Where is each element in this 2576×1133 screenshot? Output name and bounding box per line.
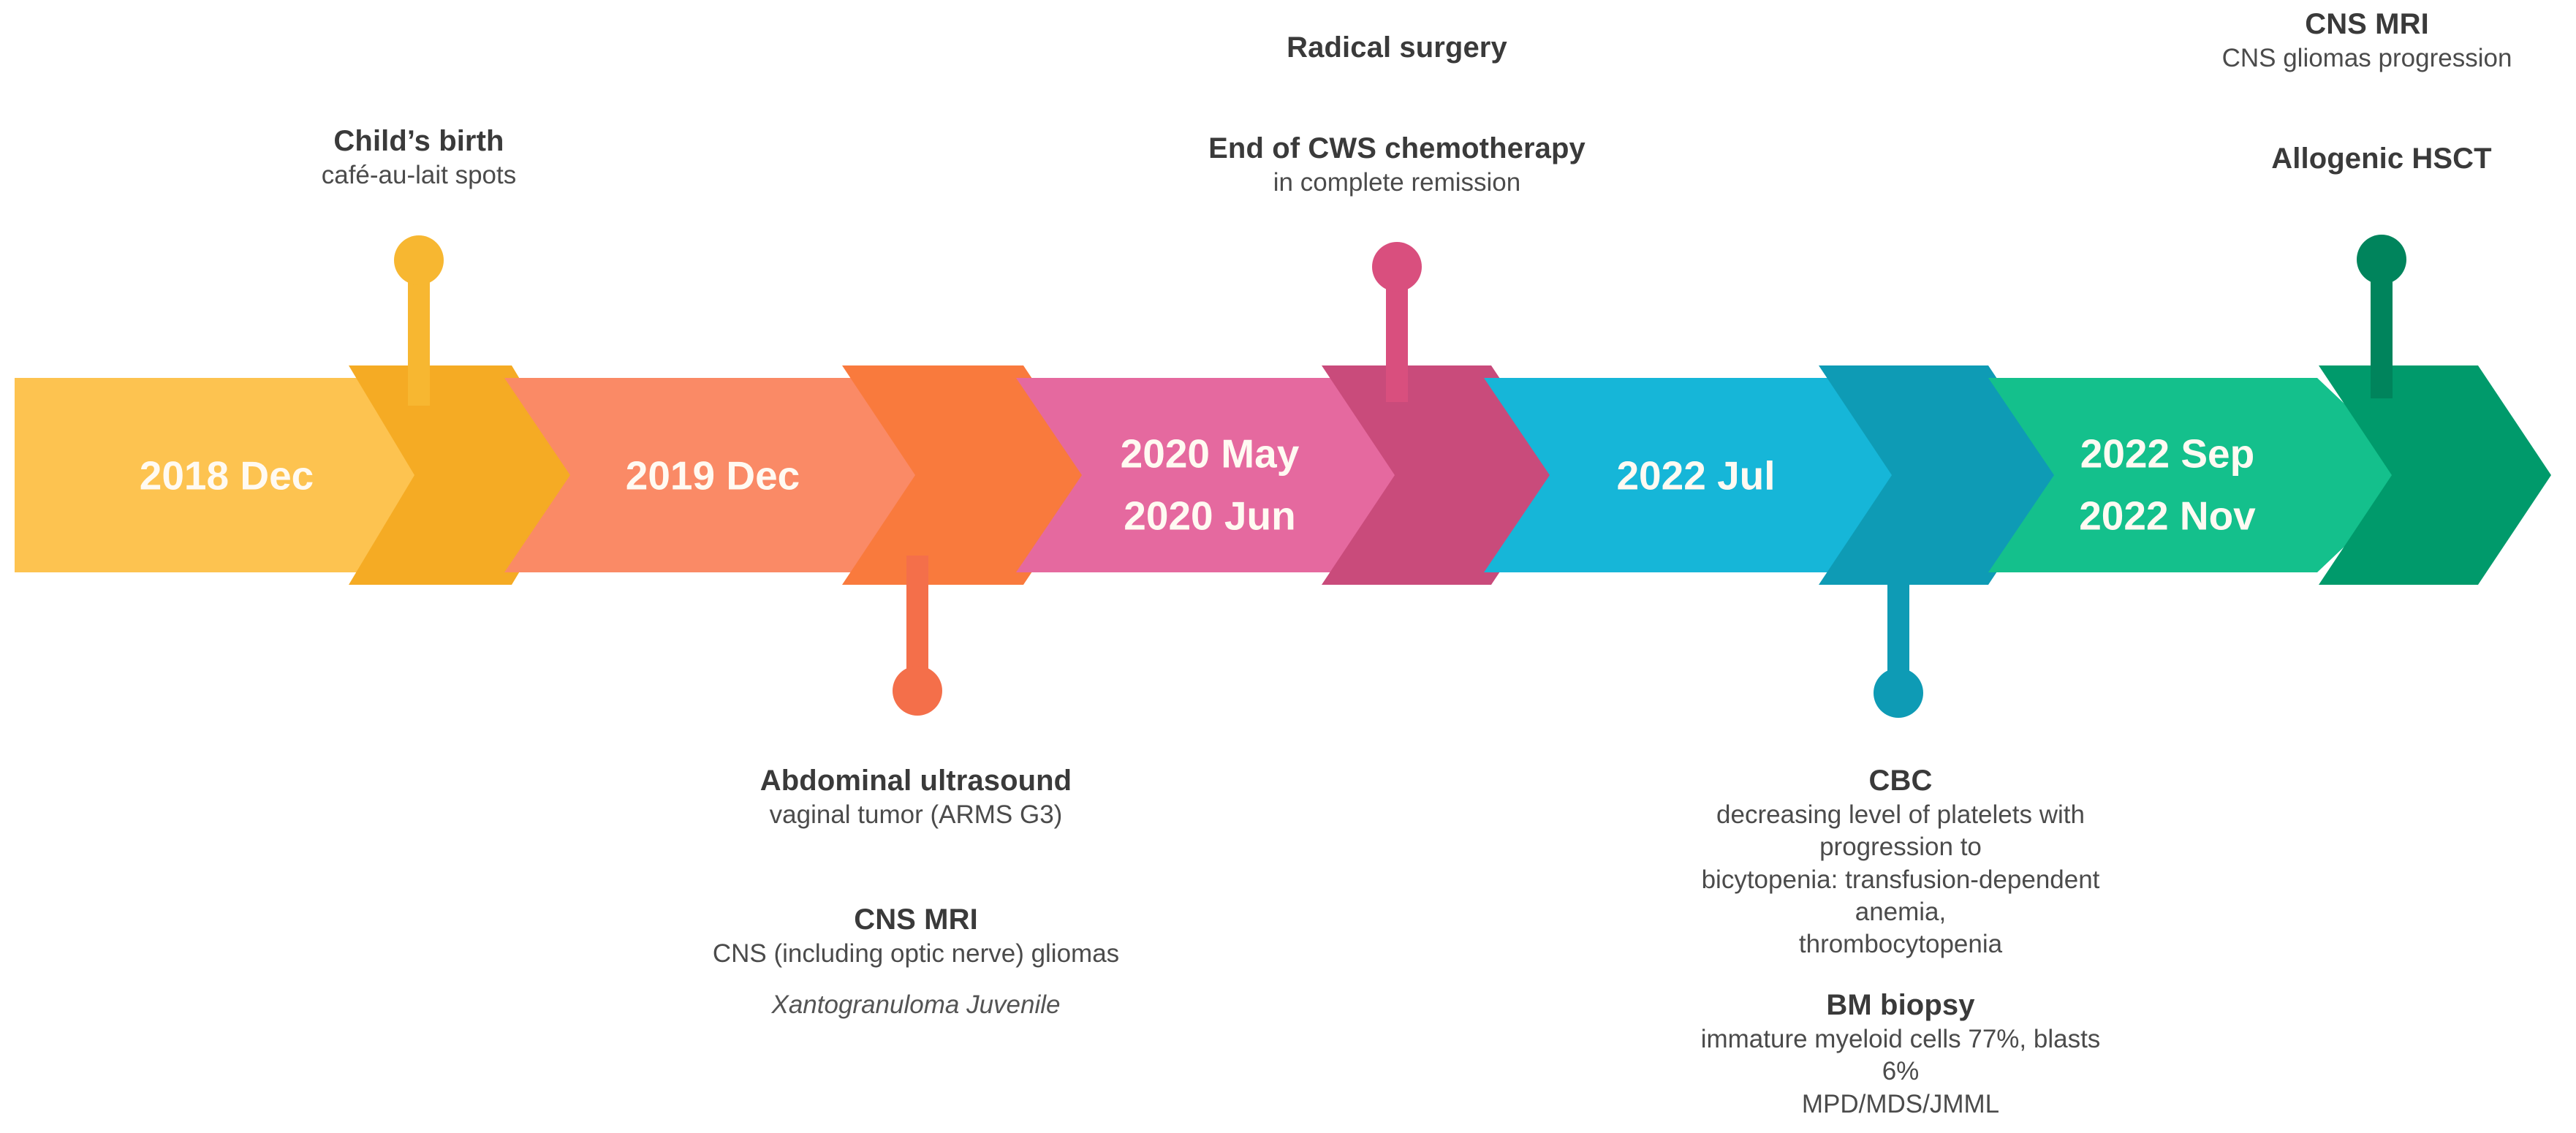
segment-label-2019-dec: 2019 Dec <box>626 453 800 499</box>
segment-node-2022-sep-nov <box>2319 365 2551 585</box>
annotation-title: CBC <box>1868 765 1933 797</box>
segment-bar-2022-sep-nov <box>1988 378 2420 572</box>
marker-dot-2020-may-jun <box>1372 242 1422 292</box>
annotation-title: Allogenic HSCT <box>2271 143 2492 175</box>
marker-dot-2022-jul <box>1874 668 1923 718</box>
annotation-title: Radical surgery <box>1287 31 1507 64</box>
annotation-subtitle-line2: bicytopenia: transfusion-dependent anemi… <box>1701 865 2100 926</box>
annotation-subtitle: vaginal tumor (ARMS G3) <box>769 800 1063 830</box>
segment-label-2022-sep-nov-line1: 2022 Sep <box>2080 431 2255 477</box>
annotation-cbc: CBC decreasing level of platelets with p… <box>1681 762 2120 960</box>
annotation-title: CNS MRI <box>854 903 978 936</box>
marker-dot-2018-dec <box>394 235 444 285</box>
annotation-subtitle-line2: MPD/MDS/JMML <box>1801 1089 2000 1118</box>
segment-node-2022-jul <box>1819 365 2061 585</box>
annotation-subtitle: CNS gliomas progression <box>2221 44 2512 73</box>
segment-node-2018-dec <box>349 365 577 585</box>
annotation-subtitle: café-au-lait spots <box>321 161 517 190</box>
segment-label-2020-may-jun-line2: 2020 Jun <box>1124 493 1295 539</box>
annotation-subtitle: CNS (including optic nerve) gliomas <box>712 939 1120 969</box>
annotation-end-of-cws: End of CWS chemotherapy in complete remi… <box>1178 130 1616 199</box>
segment-2020-may-jun[interactable]: 2020 May 2020 Jun <box>1016 242 1564 585</box>
annotation-title: Child’s birth <box>333 125 504 157</box>
annotation-bm-biopsy: BM biopsy immature myeloid cells 77%, bl… <box>1681 987 2120 1121</box>
annotation-subtitle: in complete remission <box>1273 168 1521 197</box>
annotation-cns-mri-left: CNS MRI CNS (including optic nerve) glio… <box>697 901 1135 1022</box>
segment-label-2022-sep-nov-line2: 2022 Nov <box>2079 493 2256 539</box>
annotation-title: BM biopsy <box>1826 989 1975 1021</box>
annotation-cns-mri-right: CNS MRI CNS gliomas progression <box>2148 6 2576 75</box>
annotation-subtitle-line1: decreasing level of platelets with progr… <box>1716 800 2085 862</box>
segment-2022-jul[interactable]: 2022 Jul <box>1484 365 2061 718</box>
annotation-subtitle-line1: immature myeloid cells 77%, blasts 6% <box>1700 1025 2101 1086</box>
marker-dot-2022-sep-nov <box>2357 235 2406 284</box>
segment-node-2019-dec <box>842 365 1096 585</box>
annotation-title: End of CWS chemotherapy <box>1208 132 1586 164</box>
annotation-childs-birth: Child’s birth café-au-lait spots <box>200 123 638 192</box>
segment-2018-dec[interactable]: 2018 Dec <box>15 235 577 585</box>
segment-node-2020-may-jun <box>1322 365 1564 585</box>
segment-label-2020-may-jun-line1: 2020 May <box>1121 431 1300 477</box>
annotation-spacer <box>697 970 1135 989</box>
annotation-title: Abdominal ultrasound <box>759 765 1072 797</box>
annotation-radical-surgery: Radical surgery <box>1178 29 1616 66</box>
segment-label-2018-dec: 2018 Dec <box>140 453 314 499</box>
segment-2019-dec[interactable]: 2019 Dec <box>504 365 1096 716</box>
annotation-allogenic-hsct: Allogenic HSCT <box>2162 140 2576 177</box>
annotation-title: CNS MRI <box>2305 8 2429 40</box>
annotation-subtitle-line3: thrombocytopenia <box>1798 929 2003 958</box>
annotation-note: Xantogranuloma Juvenile <box>771 990 1061 1020</box>
annotation-abdominal-ultrasound: Abdominal ultrasound vaginal tumor (ARMS… <box>697 762 1135 831</box>
segment-2022-sep-nov[interactable]: 2022 Sep 2022 Nov <box>1988 235 2551 585</box>
marker-dot-2019-dec <box>893 666 942 716</box>
segment-label-2022-jul: 2022 Jul <box>1616 453 1775 499</box>
